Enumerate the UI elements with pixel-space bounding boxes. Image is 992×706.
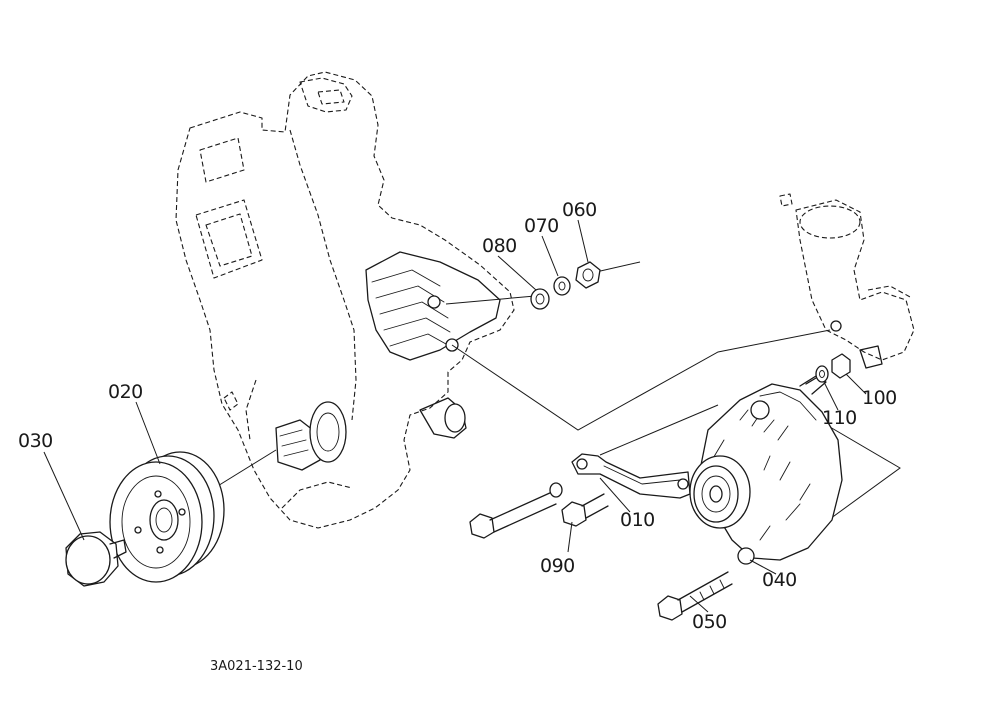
pulley-nut [65, 531, 127, 587]
callout-030: 030 [18, 430, 53, 452]
drawing-code: 3A021-132-10 [210, 659, 303, 674]
thermostat-housing [779, 193, 915, 369]
crankshaft-pulley [109, 451, 225, 583]
callout-040: 040 [762, 569, 797, 591]
callout-070: 070 [524, 215, 559, 237]
gear-case-cover [175, 71, 515, 529]
assembly-guide-lines [114, 261, 901, 549]
callout-110: 110 [822, 407, 857, 429]
callout-labels: 020 030 080 070 060 010 090 040 050 110 … [18, 199, 897, 633]
stud-washer-nut-set [530, 261, 601, 310]
callout-050: 050 [692, 611, 727, 633]
callout-080: 080 [482, 235, 517, 257]
callout-090: 090 [540, 555, 575, 577]
callout-010: 010 [620, 509, 655, 531]
alternator-mounting-bolt [657, 571, 733, 621]
alternator [689, 375, 843, 565]
callout-100: 100 [862, 387, 897, 409]
alternator-top-nut-set [805, 353, 851, 385]
stay-bolts [469, 482, 609, 539]
alternator-stay [571, 453, 691, 499]
callout-060: 060 [562, 199, 597, 221]
callout-020: 020 [108, 381, 143, 403]
callout-leaders [43, 219, 867, 613]
